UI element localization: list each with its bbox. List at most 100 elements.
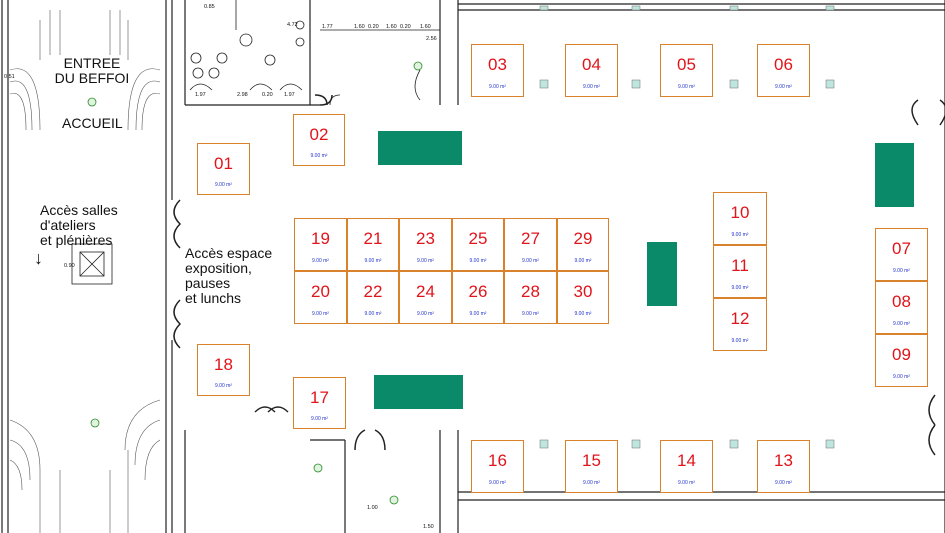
- booth-area: 9.00 m²: [893, 373, 910, 380]
- left-hall-walls: [1, 0, 173, 533]
- exit-markers: [87, 61, 423, 505]
- booth-number: 26: [468, 282, 488, 302]
- down-arrow-icon: ↓: [34, 248, 43, 268]
- dimension-label: 0.20: [262, 92, 273, 98]
- booth-area: 9.00 m²: [522, 257, 539, 264]
- dimension-label: 1.60: [420, 24, 431, 30]
- booth-16[interactable]: 16 9.00 m²: [471, 440, 524, 493]
- dimension-label: 1.97: [195, 92, 206, 98]
- booth-area: 9.00 m²: [583, 479, 600, 486]
- booth-area: 9.00 m²: [312, 257, 329, 264]
- booth-number: 20: [311, 282, 330, 302]
- booth-number: 29: [573, 229, 593, 249]
- arched-wall-left: [173, 199, 182, 349]
- booth-number: 11: [731, 256, 749, 276]
- dimension-label: 2.98: [237, 92, 248, 98]
- booth-number: 14: [677, 451, 696, 471]
- booth-number: 04: [582, 55, 601, 75]
- booth-number: 06: [774, 55, 793, 75]
- booth-23[interactable]: 23 9.00 m²: [399, 218, 452, 271]
- stairs-bottom: [9, 399, 161, 533]
- booth-number: 12: [730, 309, 750, 329]
- booth-21[interactable]: 21 9.00 m²: [347, 218, 399, 271]
- booth-number: 23: [416, 229, 435, 249]
- booth-area: 9.00 m²: [364, 257, 382, 264]
- booth-number: 18: [214, 355, 233, 374]
- booth-27[interactable]: 27 9.00 m²: [504, 218, 557, 271]
- booth-09[interactable]: 09 9.00 m²: [875, 334, 928, 387]
- booth-07[interactable]: 07 9.00 m²: [875, 228, 928, 281]
- booth-04[interactable]: 04 9.00 m²: [565, 44, 618, 97]
- table: [374, 375, 463, 409]
- table: [875, 143, 914, 207]
- booth-06[interactable]: 06 9.00 m²: [757, 44, 810, 97]
- booth-number: 27: [521, 229, 540, 249]
- booth-area: 9.00 m²: [731, 337, 749, 344]
- booth-15[interactable]: 15 9.00 m²: [565, 440, 618, 493]
- dimension-label: 0.20: [400, 24, 411, 30]
- booth-area: 9.00 m²: [311, 416, 328, 422]
- booth-number: 10: [730, 203, 750, 223]
- booth-area: 9.00 m²: [469, 257, 487, 264]
- booth-17[interactable]: 17 9.00 m²: [293, 377, 346, 429]
- booth-number: 21: [363, 229, 383, 249]
- wall-pilasters: [539, 5, 835, 449]
- booth-12[interactable]: 12 9.00 m²: [713, 298, 767, 351]
- booth-area: 9.00 m²: [775, 83, 792, 90]
- dimension-label: 2.56: [426, 36, 437, 42]
- booth-area: 9.00 m²: [522, 310, 539, 317]
- table: [378, 131, 462, 165]
- booth-19[interactable]: 19 9.00 m²: [294, 218, 347, 271]
- booth-area: 9.00 m²: [678, 83, 695, 90]
- booth-area: 9.00 m²: [775, 479, 792, 486]
- sanitary-fixtures: [189, 0, 440, 106]
- dimension-label: 1.00: [367, 505, 378, 511]
- booth-area: 9.00 m²: [417, 257, 434, 264]
- booth-number: 17: [310, 388, 329, 407]
- booth-number: 24: [416, 282, 435, 302]
- booth-number: 15: [582, 451, 601, 471]
- booth-area: 9.00 m²: [893, 320, 910, 327]
- booth-area: 9.00 m²: [489, 83, 506, 90]
- booth-area: 9.00 m²: [678, 479, 695, 486]
- booth-number: 02: [309, 125, 329, 144]
- booth-area: 9.00 m²: [893, 267, 910, 274]
- reception-label: ACCUEIL: [62, 115, 123, 131]
- booth-area: 9.00 m²: [583, 83, 600, 90]
- dimension-label: 1.97: [284, 92, 295, 98]
- booth-number: 01: [214, 154, 233, 173]
- booth-number: 07: [892, 239, 911, 259]
- booth-area: 9.00 m²: [312, 310, 329, 317]
- booth-area: 9.00 m²: [489, 479, 506, 486]
- booth-14[interactable]: 14 9.00 m²: [660, 440, 713, 493]
- booth-number: 30: [573, 282, 593, 302]
- dimension-label: 1.60: [354, 24, 365, 30]
- booth-area: 9.00 m²: [469, 310, 487, 317]
- stairs-top: [9, 10, 161, 131]
- booth-20[interactable]: 20 9.00 m²: [294, 271, 347, 324]
- booth-26[interactable]: 26 9.00 m²: [452, 271, 504, 324]
- booth-number: 19: [311, 229, 330, 249]
- dimension-label: 4.72: [287, 22, 298, 28]
- dimension-label: 0.20: [368, 24, 379, 30]
- booth-number: 09: [892, 345, 911, 365]
- dimension-label: 1.50: [423, 524, 434, 530]
- booth-number: 28: [521, 282, 540, 302]
- booth-number: 16: [488, 451, 507, 471]
- booth-28[interactable]: 28 9.00 m²: [504, 271, 557, 324]
- dimension-label: 0.90: [64, 263, 75, 269]
